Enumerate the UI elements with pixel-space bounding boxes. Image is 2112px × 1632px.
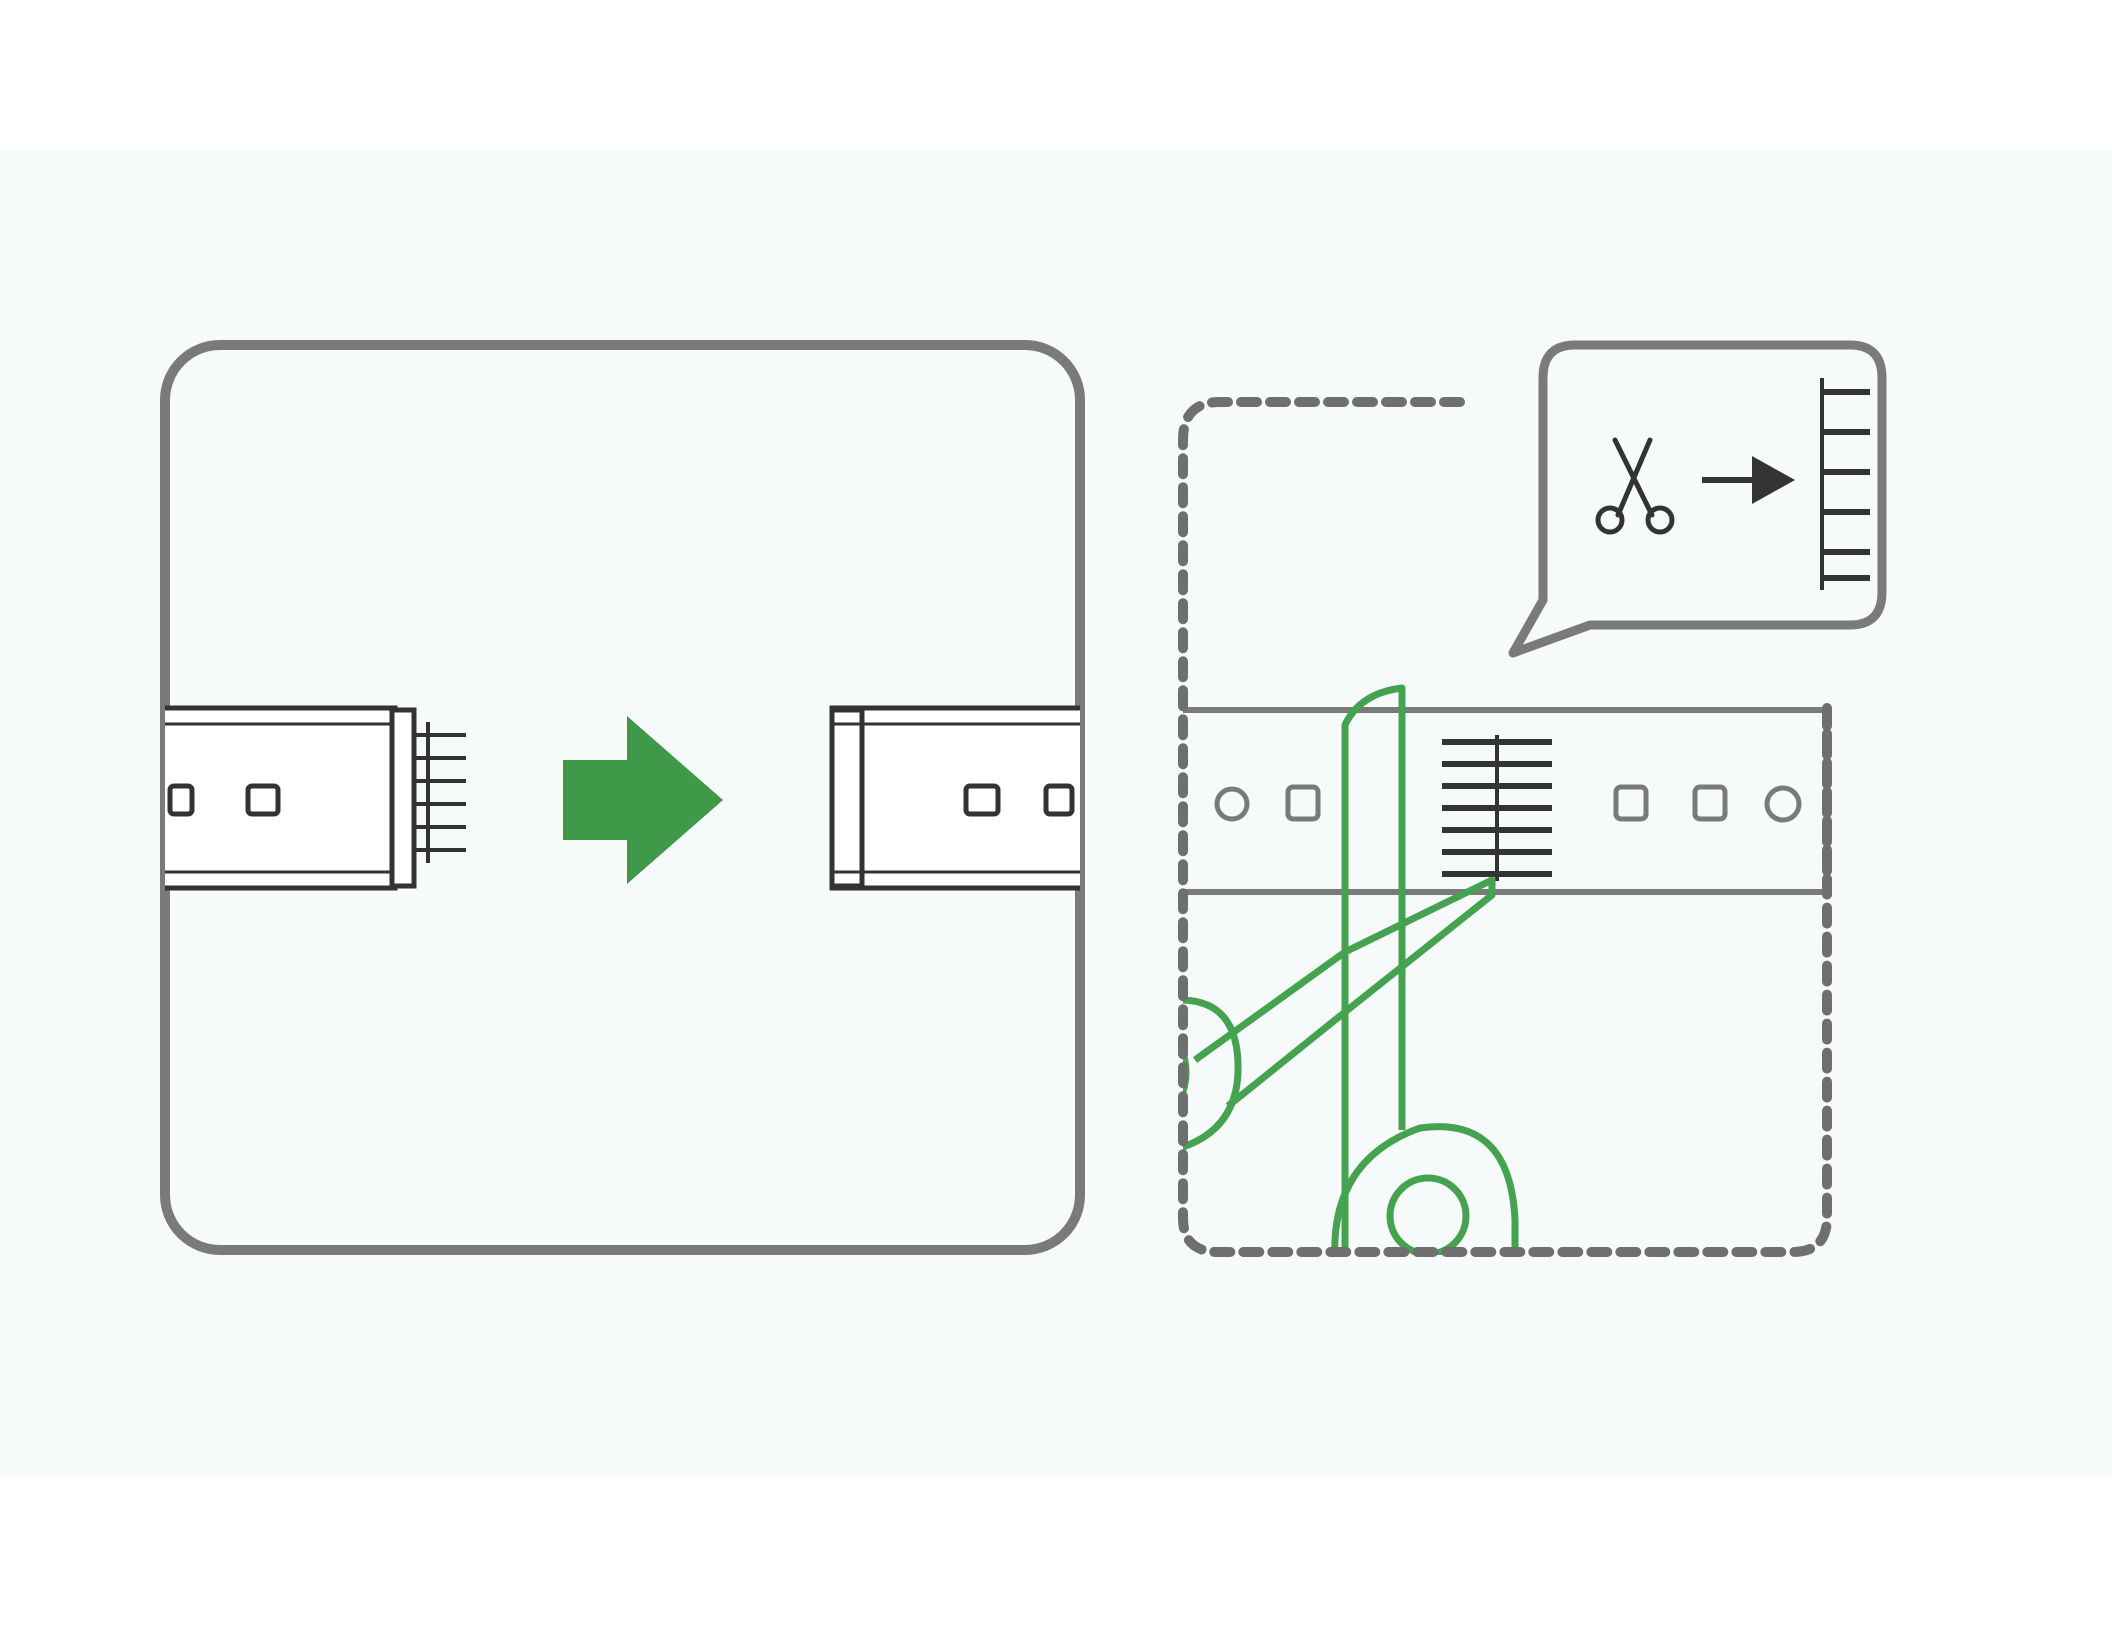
led-strip-cut-panel [1175,345,1882,1260]
scissors-icon [1180,688,1515,1260]
connector-pins-icon [414,722,466,863]
callout-bubble [1513,345,1882,653]
led-strip-connector-panel [150,345,1102,1250]
led-strip-end-icon [150,708,414,888]
led-strip-icon [1175,710,1830,892]
arrow-right-icon [563,716,723,884]
led-strip-end-icon [832,708,1102,888]
copper-cut-pads-icon [1442,735,1552,881]
